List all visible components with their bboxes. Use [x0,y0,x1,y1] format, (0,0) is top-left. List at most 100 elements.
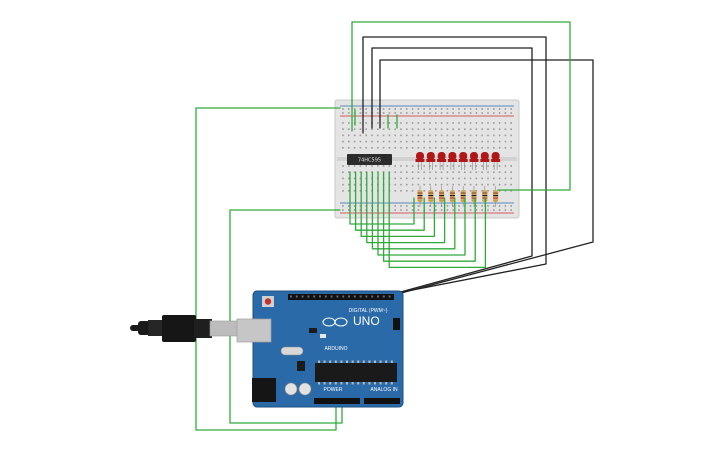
rail-hole [440,209,443,211]
rail-hole [498,209,501,211]
rail-hole [382,112,385,114]
led-array [415,152,501,170]
wire-green-power-2[interactable] [229,209,343,424]
terminal-hole [417,122,420,124]
wire-black-1[interactable] [362,36,547,297]
rail-hole [377,108,379,110]
rail-hole [348,205,350,207]
terminal-hole [353,128,356,130]
terminal-hole [353,183,356,186]
wire-green-loop [382,171,476,262]
rail-hole [400,209,402,211]
terminal-hole [504,147,507,149]
led [426,152,435,160]
terminal-hole [353,165,356,167]
terminal-hole [406,140,408,143]
terminal-hole [493,177,495,180]
ic-pin [318,360,320,363]
terminal-hole [510,140,512,143]
rail-hole [353,209,356,211]
reset-button[interactable] [262,296,274,307]
terminal-hole [388,165,391,167]
terminal-hole [411,171,414,173]
ic-pin [362,360,365,363]
terminal-hole [394,128,396,130]
wire-black-2[interactable] [371,47,533,297]
terminal-hole [353,177,356,180]
header-pin [336,295,339,298]
terminal-hole [406,134,408,137]
rail-hole [348,209,350,211]
terminal-hole [394,183,396,186]
wire-green-loop [349,171,415,225]
terminal-hole [498,147,501,149]
terminal-hole [504,128,507,130]
terminal-hole [388,122,391,124]
terminal-hole [487,140,489,143]
wire-green-top[interactable] [351,21,571,191]
terminal-hole [464,128,466,130]
terminal-hole [487,165,489,167]
terminal-hole [440,128,443,130]
terminal-hole [388,147,391,149]
arduino-board[interactable]: DIGITAL (PWM~) UNO ARDUINO POWER ANALOG … [236,290,404,408]
rail-hole [481,205,483,207]
resistor-band [428,195,434,197]
rail-hole [510,112,512,114]
terminal-hole [458,128,460,130]
terminal-hole [353,147,356,149]
wire-black-3[interactable] [379,59,594,297]
terminal-hole [423,183,425,186]
resistor-band [417,197,423,199]
terminal-hole [481,171,483,173]
terminal-hole [394,165,396,167]
resistor-band [493,200,499,202]
rail-hole [498,205,501,207]
terminal-hole [411,140,414,143]
terminal-hole [464,171,466,173]
rail-hole [452,205,454,207]
usb-cable[interactable] [130,315,239,342]
led [437,152,446,160]
ic-pin [351,360,354,363]
terminal-hole [487,122,489,124]
terminal-hole [342,177,344,180]
terminal-hole [394,171,396,173]
ic-pin [329,382,332,385]
terminal-hole [446,134,449,137]
terminal-hole [359,147,362,149]
wire-green-power-1[interactable] [195,107,341,431]
terminal-hole [493,134,495,137]
terminal-hole [377,147,379,149]
resistor-band [471,192,477,194]
rail-hole [498,108,501,110]
ic-pin [340,360,343,363]
wires [195,21,594,431]
terminal-hole [481,183,483,186]
terminal-hole [440,134,443,137]
rail-hole [377,112,379,114]
terminal-hole [342,171,344,173]
shift-register-chip[interactable]: 74HC595 [347,154,392,165]
rail-hole [475,108,478,110]
wire-green-loop [377,171,466,256]
terminal-hole [504,177,507,180]
terminal-hole [440,183,443,186]
ic-pin [385,360,388,363]
terminal-hole [359,177,362,180]
ic-pin [340,382,343,385]
wire-green-loop [360,171,436,238]
rail-hole [446,112,449,114]
terminal-hole [342,183,344,186]
rail-hole [388,108,391,110]
terminal-hole [411,122,414,124]
terminal-hole [446,165,449,167]
terminal-hole [400,177,402,180]
rail-hole [429,205,431,207]
terminal-hole [423,128,425,130]
rail-hole [493,209,495,211]
rail-hole [435,112,437,114]
terminal-hole [481,128,483,130]
rail-hole [504,108,507,110]
header-pin [324,295,327,298]
